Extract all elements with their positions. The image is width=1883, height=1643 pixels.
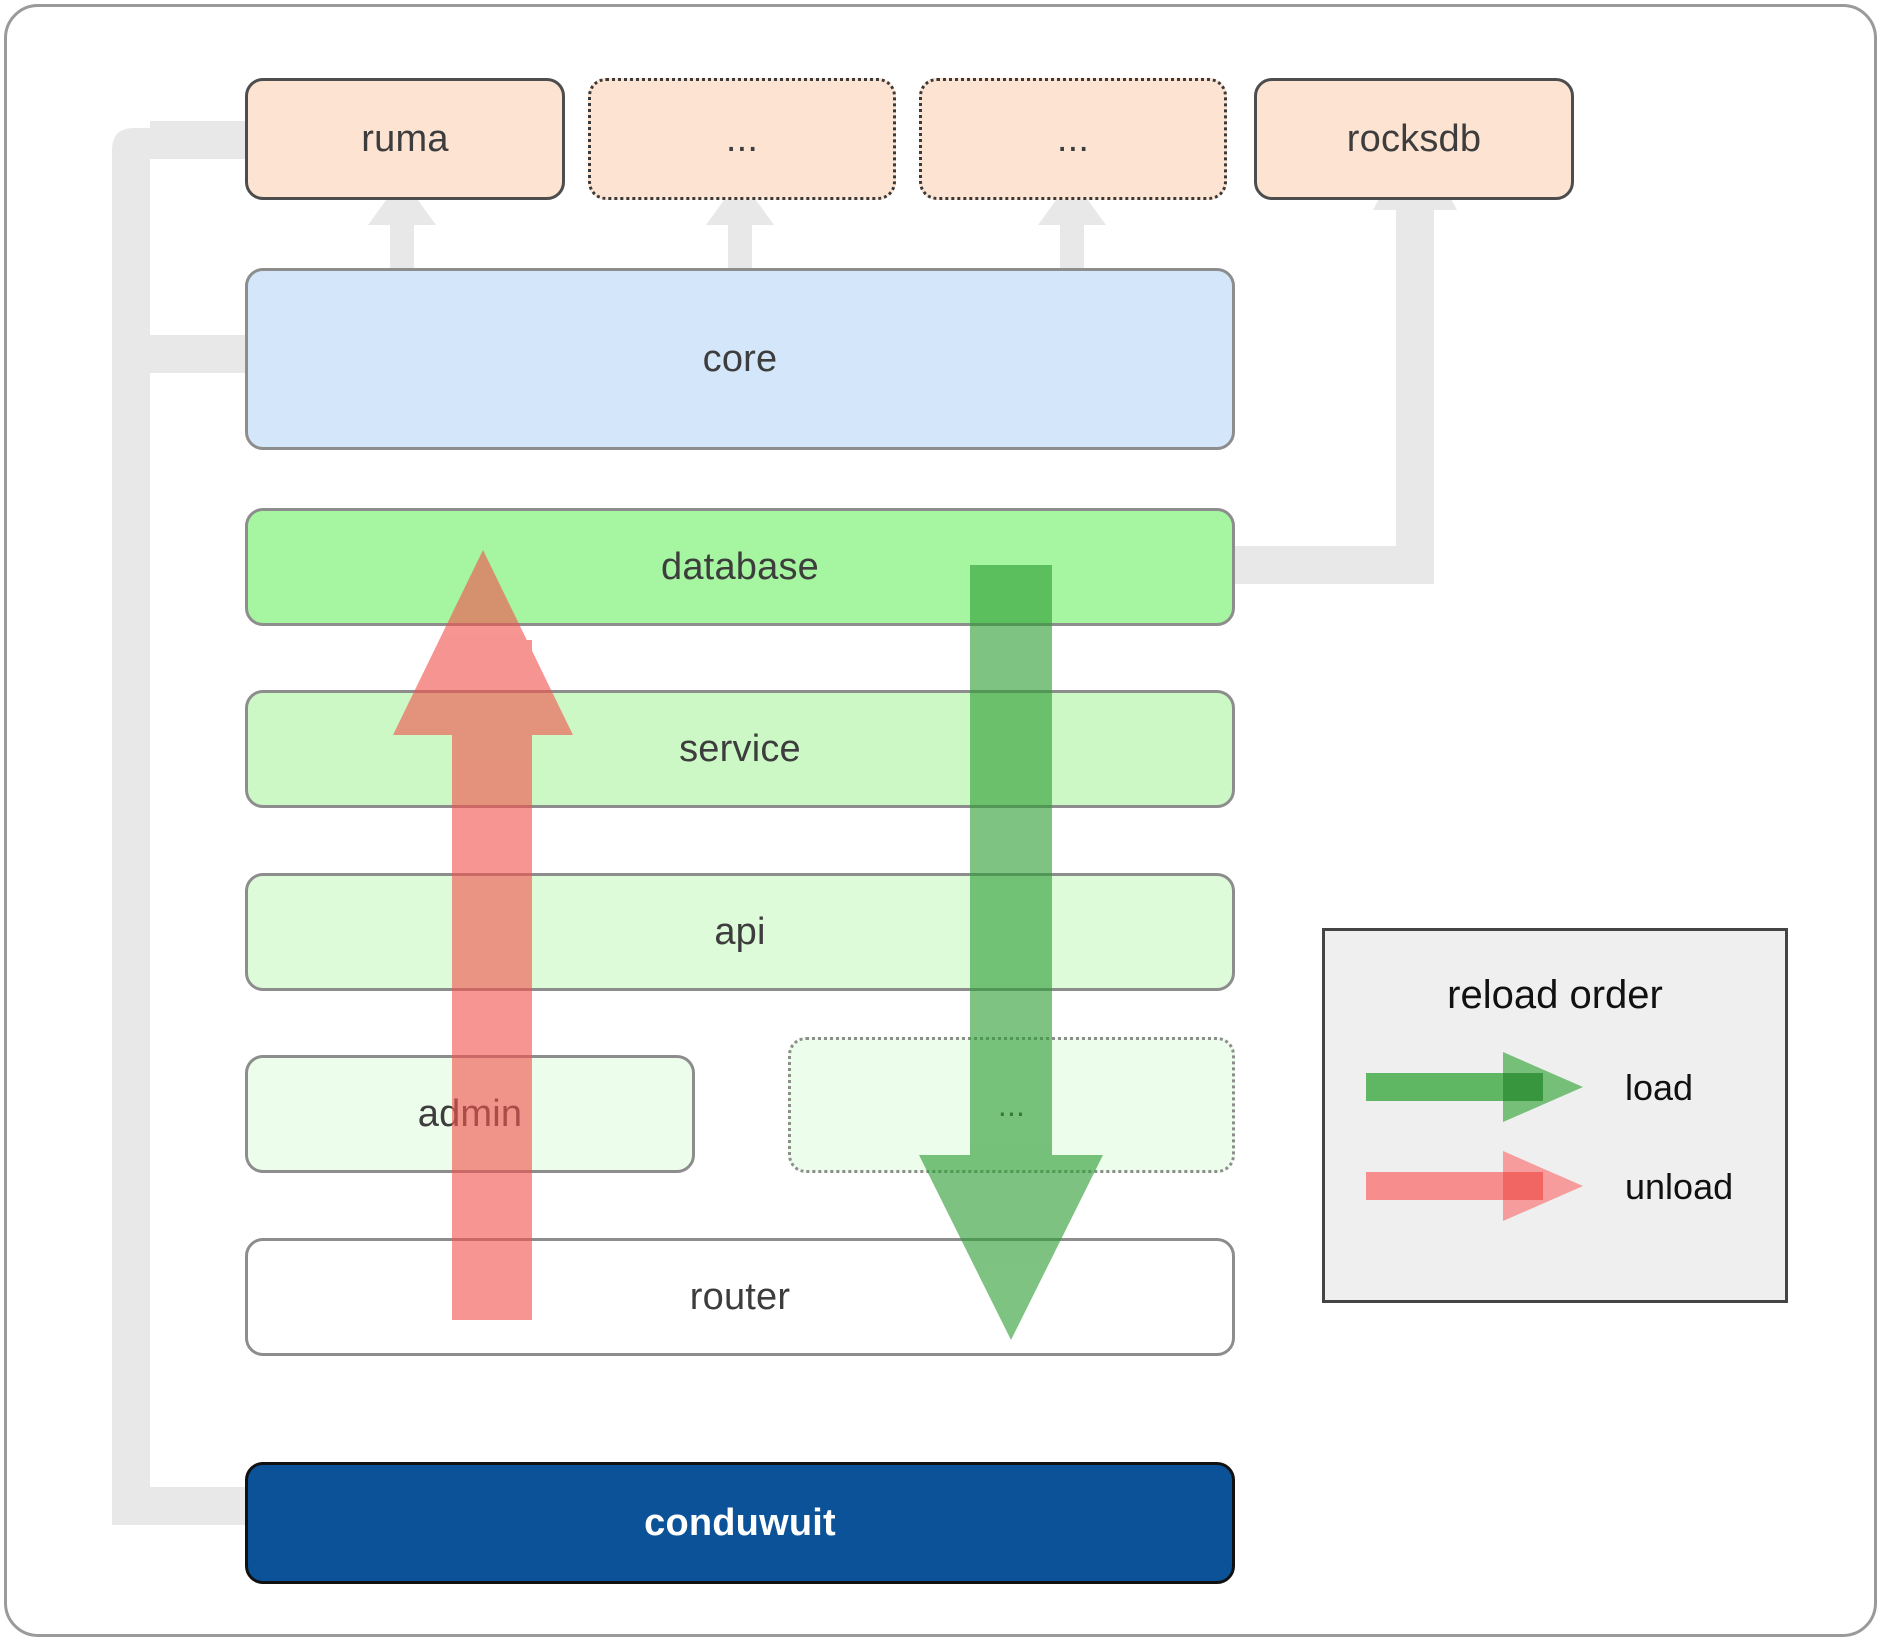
- layer-node-admin-label: admin: [417, 1092, 523, 1135]
- layer-node-router[interactable]: router: [245, 1238, 1235, 1356]
- legend-title: reload order: [1447, 973, 1663, 1017]
- dep-node-more-deps-2[interactable]: ...: [919, 78, 1227, 200]
- layer-node-more-layers[interactable]: ...: [788, 1037, 1235, 1173]
- core-node-label: core: [702, 337, 778, 380]
- legend-load-arrow-icon: [1366, 1052, 1583, 1122]
- layer-node-database[interactable]: database: [245, 508, 1235, 626]
- layer-node-more-layers-label: ...: [997, 1086, 1026, 1123]
- layer-node-api-label: api: [714, 910, 766, 953]
- dep-node-more-deps-1-label: ...: [725, 117, 759, 160]
- dep-node-ruma[interactable]: ruma: [245, 78, 565, 200]
- layer-node-service[interactable]: service: [245, 690, 1235, 808]
- layer-node-admin[interactable]: admin: [245, 1055, 695, 1173]
- legend-box: reload order load unload: [1322, 928, 1788, 1303]
- legend-label-load: load: [1625, 1067, 1694, 1108]
- dep-node-rocksdb-label: rocksdb: [1346, 117, 1482, 160]
- layer-node-database-label: database: [661, 545, 819, 588]
- root-node-conduwuit[interactable]: conduwuit: [245, 1462, 1235, 1584]
- dep-node-more-deps-2-label: ...: [1056, 117, 1090, 160]
- legend-label-unload: unload: [1625, 1166, 1734, 1207]
- legend-arrow-swatches: [1366, 1052, 1583, 1221]
- dep-node-more-deps-1[interactable]: ...: [588, 78, 896, 200]
- dep-node-rocksdb[interactable]: rocksdb: [1254, 78, 1574, 200]
- core-node[interactable]: core: [245, 268, 1235, 450]
- legend-unload-arrow-icon: [1366, 1151, 1583, 1221]
- layer-node-router-label: router: [689, 1275, 791, 1318]
- diagram-frame: [4, 4, 1877, 1637]
- layer-node-service-label: service: [679, 727, 801, 770]
- dep-node-ruma-label: ruma: [361, 117, 449, 160]
- layer-node-api[interactable]: api: [245, 873, 1235, 991]
- root-node-conduwuit-label: conduwuit: [644, 1501, 836, 1544]
